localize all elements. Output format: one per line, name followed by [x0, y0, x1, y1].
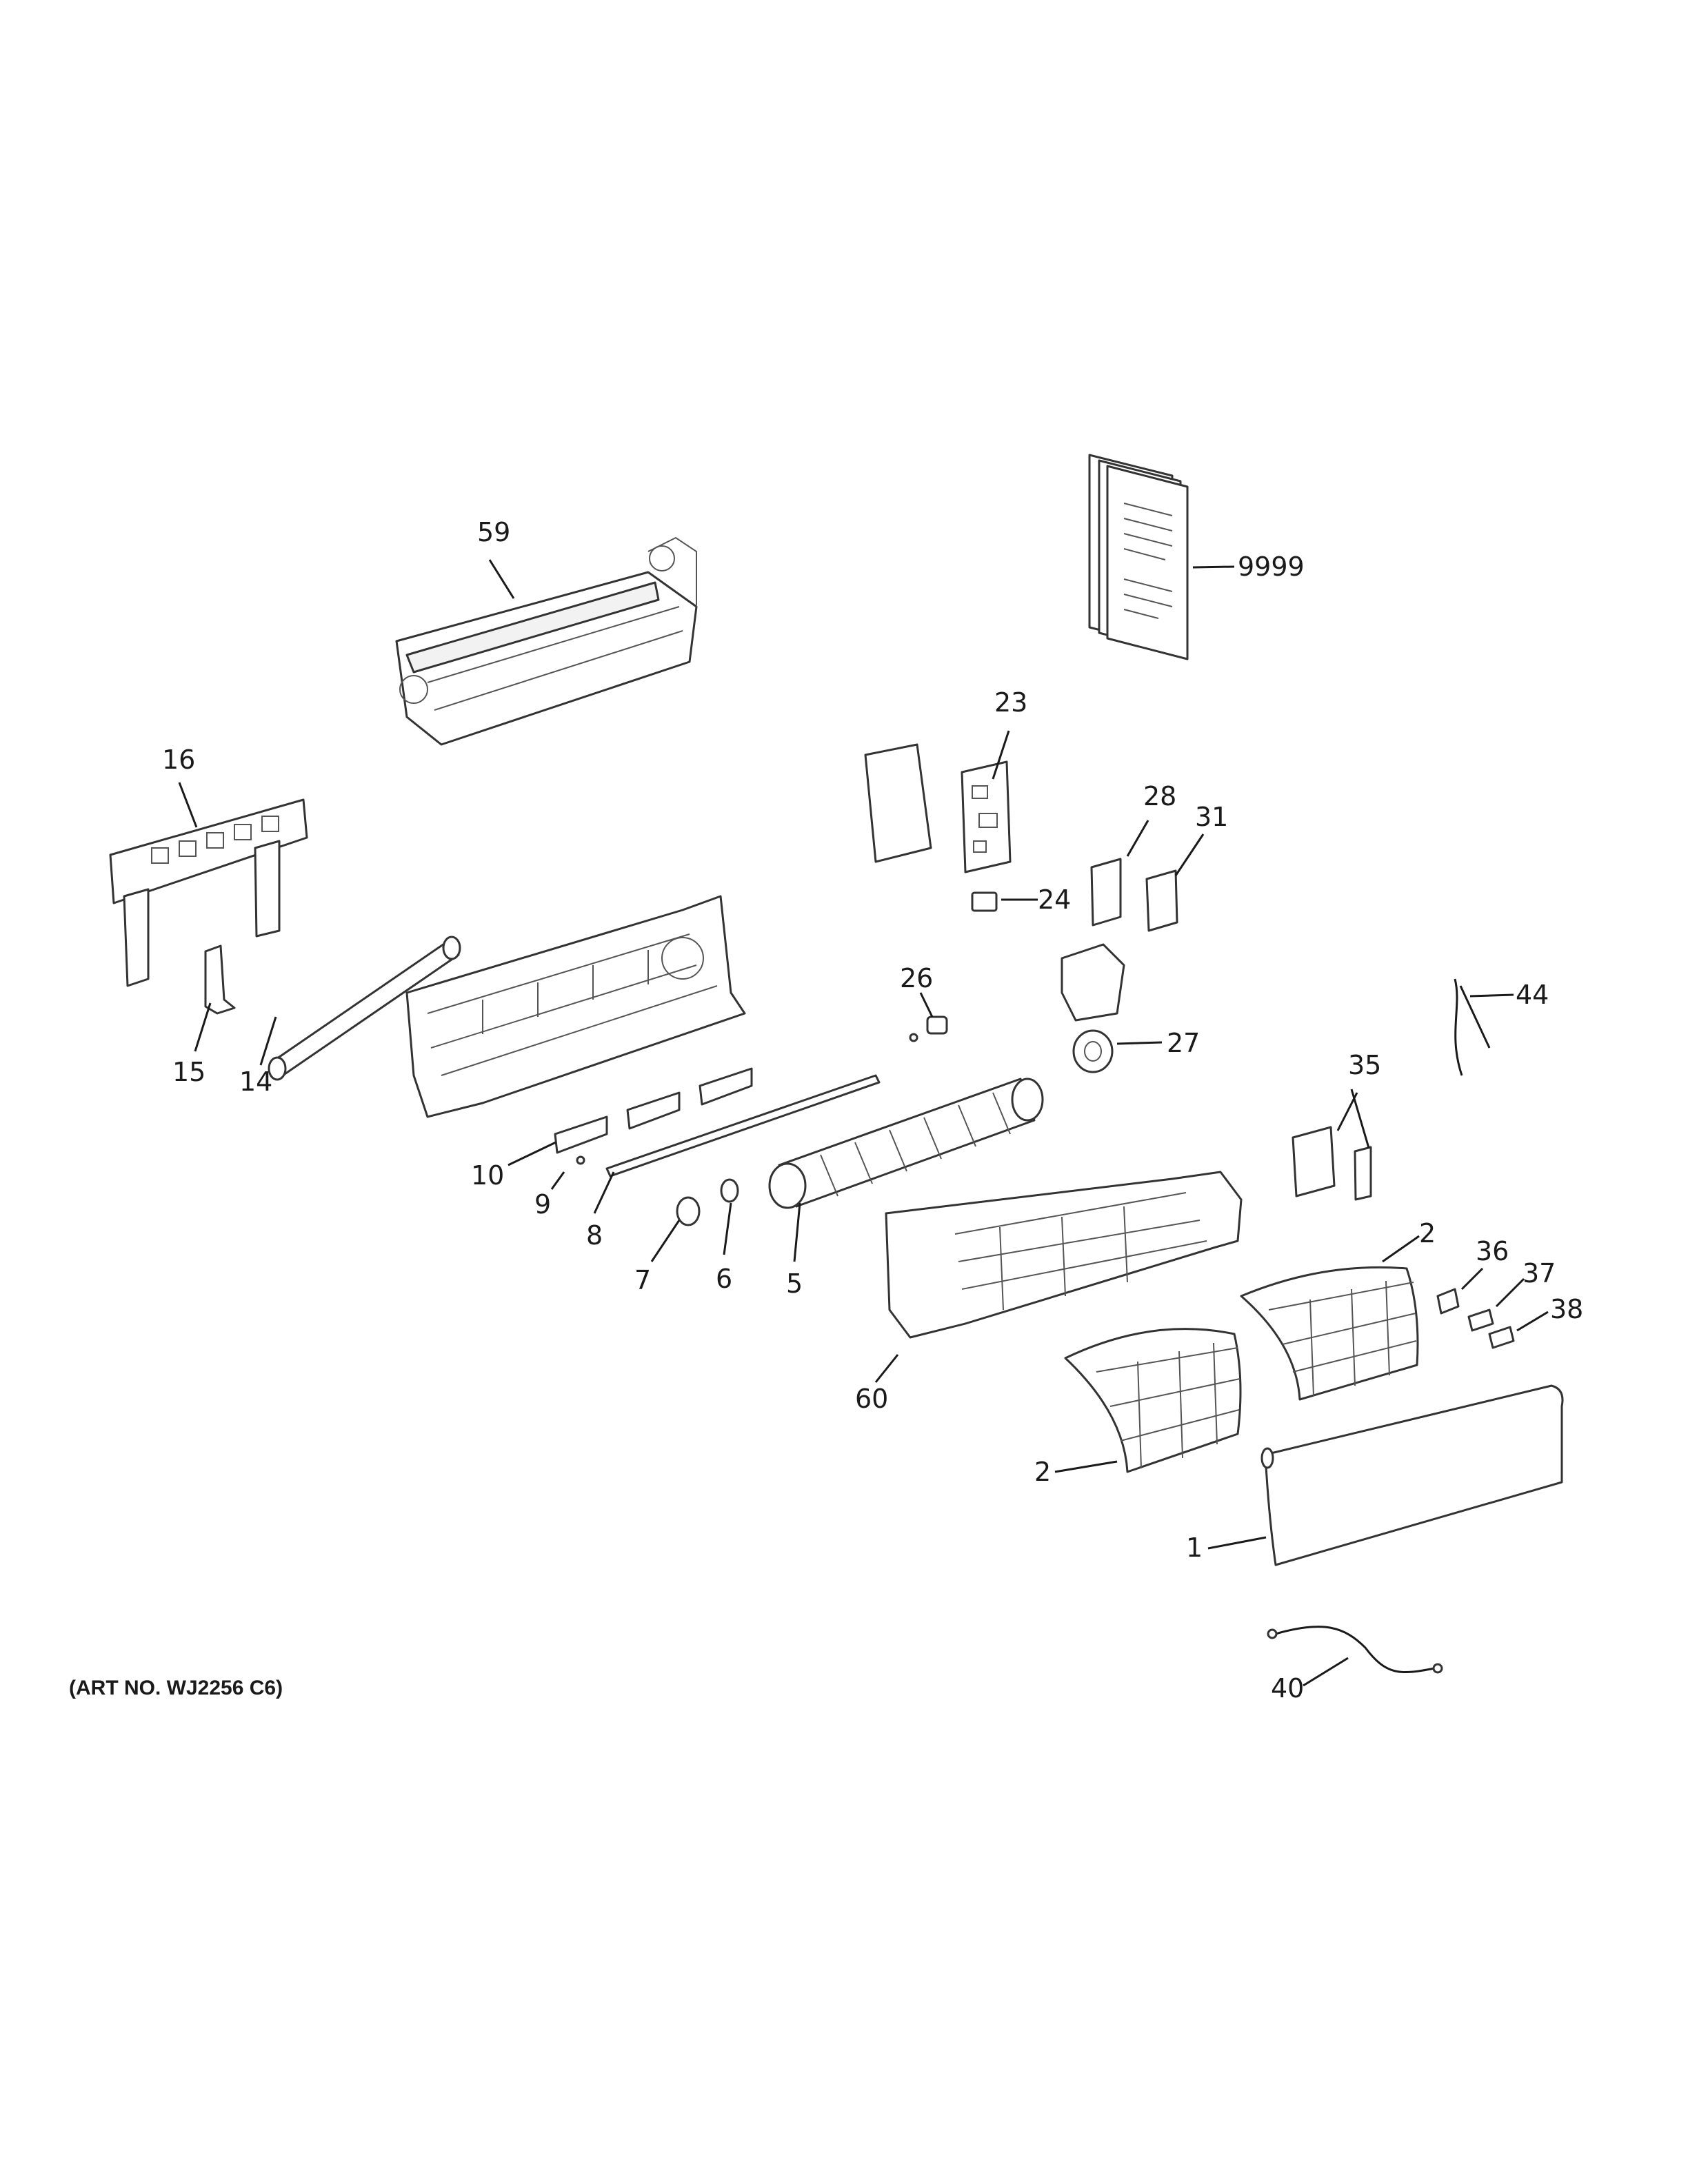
part-27-fan-motor[interactable]: [1072, 1029, 1114, 1073]
callout-24: 24: [1038, 884, 1071, 915]
part-6-coupling[interactable]: [720, 1178, 739, 1203]
callout-5: 5: [786, 1268, 803, 1299]
part-15-bracket[interactable]: [204, 944, 236, 1015]
part-2-filter-right[interactable]: [1240, 1266, 1419, 1401]
callout-2-right: 2: [1419, 1218, 1436, 1248]
leader-lines: [178, 559, 1549, 1687]
callout-38: 38: [1550, 1294, 1583, 1324]
callout-27: 27: [1167, 1028, 1200, 1058]
part-5-blower-wheel[interactable]: [768, 1078, 1044, 1209]
part-2-filter-left[interactable]: [1064, 1328, 1242, 1473]
part-8-link-rod[interactable]: [605, 1074, 881, 1177]
part-38-holder[interactable]: [1488, 1326, 1515, 1349]
motor-mount: [1061, 943, 1125, 1022]
callout-23: 23: [994, 687, 1027, 718]
callout-10: 10: [471, 1160, 504, 1191]
part-23-control-board[interactable]: [864, 743, 1012, 873]
part-14-tube[interactable]: [268, 936, 461, 1081]
callout-2-left: 2: [1034, 1457, 1051, 1487]
part-44-sensor-wire[interactable]: [1454, 978, 1491, 1076]
part-36-sensor[interactable]: [1436, 1288, 1460, 1315]
part-28-display-board[interactable]: [1090, 858, 1122, 927]
callout-37: 37: [1523, 1258, 1556, 1288]
callout-9: 9: [534, 1189, 551, 1220]
rear-chassis: [405, 895, 746, 1118]
part-60-front-housing[interactable]: [885, 1171, 1243, 1339]
callout-labels: 9999 59 23 16 28 31 24 26 27 44 15 14 35…: [162, 517, 1583, 1703]
callout-60: 60: [855, 1384, 888, 1414]
callout-31: 31: [1195, 802, 1228, 832]
part-9-screw[interactable]: [576, 1155, 585, 1165]
part-31-board-cover[interactable]: [1145, 869, 1178, 932]
callout-40: 40: [1271, 1673, 1304, 1703]
part-24-terminal-block[interactable]: [971, 891, 998, 912]
part-9999-manual[interactable]: [1088, 454, 1189, 660]
callout-6: 6: [716, 1264, 732, 1294]
callout-44: 44: [1516, 980, 1549, 1010]
part-10-louvers[interactable]: [554, 1067, 753, 1154]
part-37-clip[interactable]: [1467, 1308, 1494, 1332]
callout-28: 28: [1143, 781, 1176, 811]
callout-15: 15: [172, 1057, 205, 1087]
callout-14: 14: [239, 1066, 272, 1097]
callout-8: 8: [586, 1220, 603, 1251]
callout-59: 59: [477, 517, 510, 547]
callout-1: 1: [1186, 1533, 1203, 1563]
part-59-evaporator[interactable]: [395, 536, 698, 746]
callout-36: 36: [1476, 1236, 1509, 1266]
callout-16: 16: [162, 745, 195, 775]
callout-35: 35: [1348, 1050, 1381, 1080]
part-26-stepper-motor[interactable]: [909, 1015, 948, 1042]
callout-7: 7: [634, 1265, 651, 1295]
part-7-bearing[interactable]: [676, 1196, 701, 1226]
part-16-mounting-plate[interactable]: [109, 798, 308, 987]
callout-9999: 9999: [1238, 552, 1305, 582]
art-number: (ART NO. WJ2256 C6): [69, 1677, 283, 1699]
callout-26: 26: [900, 963, 933, 993]
part-40-wire[interactable]: [1267, 1626, 1443, 1674]
part-35-brackets[interactable]: [1292, 1126, 1372, 1201]
part-1-front-panel[interactable]: [1260, 1384, 1564, 1566]
